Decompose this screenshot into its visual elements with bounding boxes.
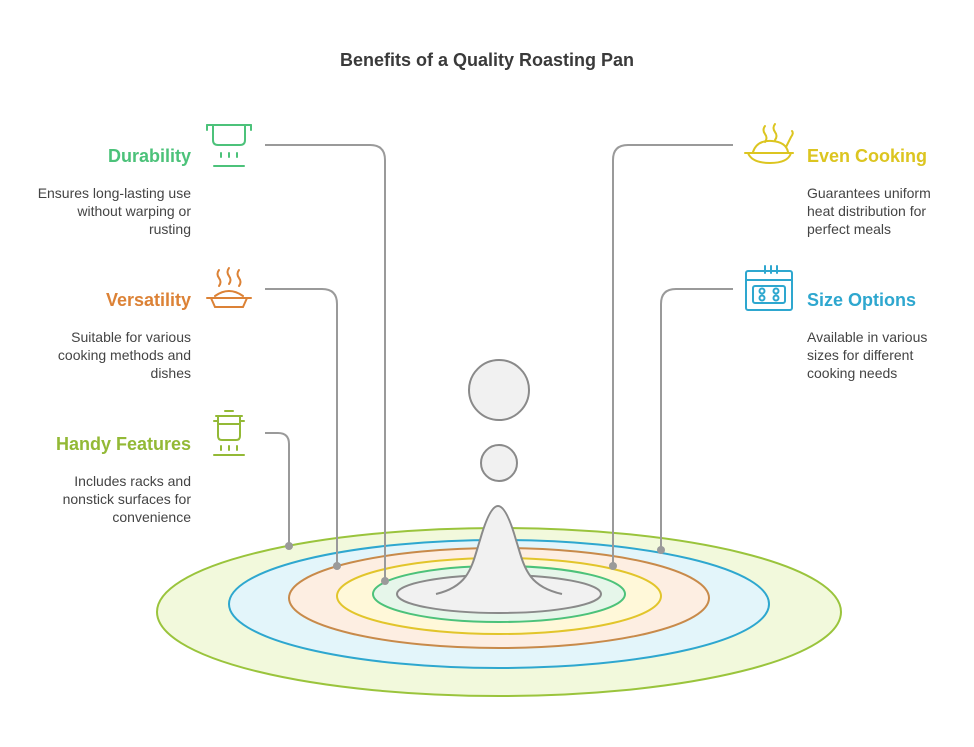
connector-versatility (265, 288, 338, 566)
roast-chicken-icon (744, 123, 794, 165)
heading-size-options: Size Options (807, 290, 917, 310)
steaming-dish-icon (206, 267, 252, 308)
heading-handy-features: Handy Features (55, 434, 191, 454)
connector-durability (265, 144, 386, 581)
heading-durability: Durability (107, 146, 191, 166)
droplet-large (468, 359, 530, 421)
droplet-small (480, 444, 518, 482)
desc-durability: Ensures long-lasting use without warping… (37, 185, 191, 237)
connector-dot-versatility (333, 562, 341, 570)
heading-versatility: Versatility (105, 290, 191, 310)
connector-even-cooking (612, 144, 733, 566)
desc-even-cooking: Guarantees uniform heat distribution for… (807, 185, 931, 237)
pot-icon (206, 124, 252, 167)
connector-size-options (660, 288, 733, 550)
connector-dot-handy-features (285, 542, 293, 550)
connector-handy-features (265, 432, 290, 546)
connector-dot-even-cooking (609, 562, 617, 570)
connector-dot-size-options (657, 546, 665, 554)
desc-size-options: Available in various sizes for different… (807, 329, 928, 381)
oven-tray-icon (745, 265, 793, 311)
page-title: Benefits of a Quality Roasting Pan (339, 50, 635, 70)
splash-peak (435, 504, 563, 595)
stock-pot-icon (213, 410, 245, 456)
heading-even-cooking: Even Cooking (807, 146, 928, 166)
desc-handy-features: Includes racks and nonstick surfaces for… (62, 473, 191, 525)
desc-versatility: Suitable for various cooking methods and… (57, 329, 191, 381)
connector-dot-durability (381, 577, 389, 585)
